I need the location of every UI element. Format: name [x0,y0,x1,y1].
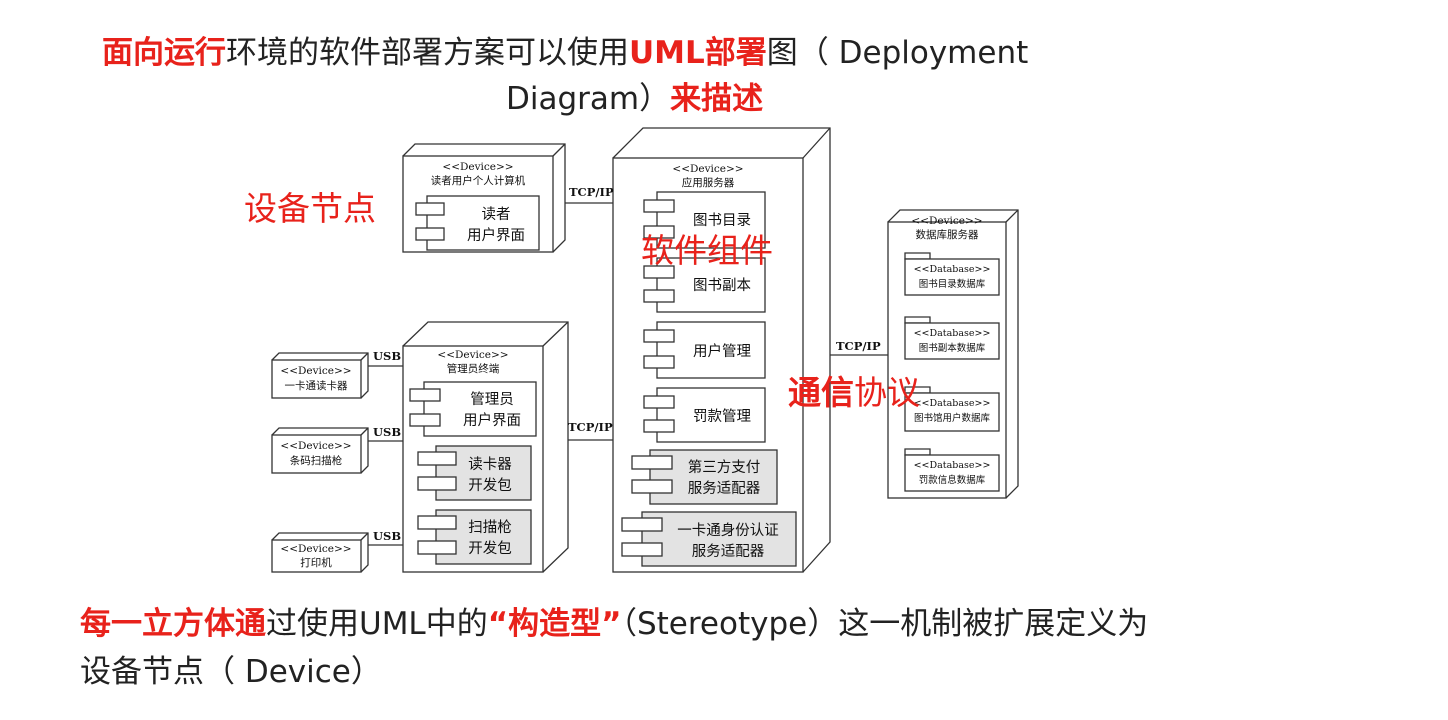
reader-pc-stereotype: <<Device>> [442,161,513,173]
title-red-1: 面向运行 [102,35,226,71]
page-title-line-1: 面向运行环境的软件部署方案可以使用UML部署图（ Deployment [102,34,1028,72]
footer-line-2: 设备节点（ Device） [80,654,382,690]
reader-pc-name: 读者用户个人计算机 [431,174,526,187]
component-scanner-sdk [417,509,532,565]
title-text-3: Diagram） [506,81,671,117]
printer-name: 打印机 [300,556,332,569]
scanner-name: 条码扫描枪 [290,454,343,467]
annotation-device-node: 设备节点 [244,189,376,228]
db-copies-stereotype: <<Database>> [914,328,991,339]
card-sdk-label-2: 开发包 [468,477,512,494]
annotation-protocol-rest: 协议 [854,373,920,412]
title-red-2: UML部署 [629,35,767,71]
footer-line-1: 每一立方体通过使用UML中的“构造型”（Stereotype）这一机制被扩展定义… [80,604,1148,644]
usb-label-1: USB [373,349,401,363]
db-fines-stereotype: <<Database>> [914,460,991,471]
card-auth-label-1: 一卡通身份认证 [677,522,779,539]
copies-label: 图书副本 [693,277,751,294]
tcp-label-reader: TCP/IP [569,185,614,199]
component-copies [643,257,766,313]
page-title-line-2: Diagram）来描述 [506,80,763,118]
component-user-mgmt [643,321,766,379]
card-auth-label-2: 服务适配器 [692,543,765,560]
annotation-protocol-bold: 通信 [788,373,854,412]
admin-ui-label-2: 用户界面 [463,412,521,429]
annotation-protocol: 通信协议 [788,366,920,414]
db-copies [904,316,1000,360]
db-server-name: 数据库服务器 [916,228,979,241]
db-users-name: 图书馆用户数据库 [914,412,991,424]
footer-red-2: “构造型” [487,606,622,642]
usb-label-3: USB [373,529,401,543]
db-copies-name: 图书副本数据库 [919,342,986,354]
component-payment-adapter [631,449,778,505]
scanner-sdk-label-1: 扫描枪 [468,519,512,536]
user-mgmt-label: 用户管理 [693,343,751,360]
app-server-stereotype: <<Device>> [672,163,743,175]
admin-stereotype: <<Device>> [437,349,508,361]
db-catalog [904,252,1000,296]
node-card-reader [271,352,369,399]
app-server-name: 应用服务器 [682,176,735,189]
component-admin-ui [409,381,537,437]
tcp-label-db: TCP/IP [836,339,881,353]
db-catalog-stereotype: <<Database>> [914,264,991,275]
component-fine-mgmt [643,387,766,443]
payment-label-1: 第三方支付 [688,458,761,476]
title-text-1: 环境的软件部署方案可以使用 [226,35,629,71]
printer-stereotype: <<Device>> [280,543,351,555]
footer-text-1: 过使用UML中的 [266,606,488,642]
db-users [904,386,1000,432]
annotation-software-component: 软件组件 [641,231,773,270]
db-fines-name: 罚款信息数据库 [919,474,986,486]
fine-mgmt-label: 罚款管理 [693,408,751,425]
admin-name: 管理员终端 [447,362,500,375]
footer-text-2: （Stereotype）这一机制被扩展定义为 [621,606,1149,642]
footer-red-1: 每一立方体通 [80,606,266,642]
tcp-label-admin: TCP/IP [568,420,613,434]
db-server-stereotype: <<Device>> [911,215,982,227]
node-barcode-scanner [271,427,369,474]
title-text-2: 图（ Deployment [766,35,1029,71]
db-fines [904,448,1000,492]
payment-label-2: 服务适配器 [688,480,761,497]
admin-ui-label-1: 管理员 [470,391,514,408]
card-sdk-label-1: 读卡器 [468,456,512,473]
scanner-stereotype: <<Device>> [280,440,351,452]
component-card-sdk [417,445,532,501]
catalog-label: 图书目录 [693,212,751,229]
component-catalog [643,191,766,249]
card-reader-name: 一卡通读卡器 [285,379,348,392]
title-red-3: 来描述 [670,81,764,117]
db-catalog-name: 图书目录数据库 [919,278,986,290]
component-reader-ui [415,195,540,251]
node-printer [271,532,369,573]
reader-ui-label-1: 读者 [482,206,511,223]
db-users-stereotype: <<Database>> [914,398,991,409]
scanner-sdk-label-2: 开发包 [468,540,512,557]
reader-ui-label-2: 用户界面 [467,227,525,244]
card-reader-stereotype: <<Device>> [280,365,351,377]
usb-label-2: USB [373,425,401,439]
component-card-auth-adapter [621,511,797,567]
